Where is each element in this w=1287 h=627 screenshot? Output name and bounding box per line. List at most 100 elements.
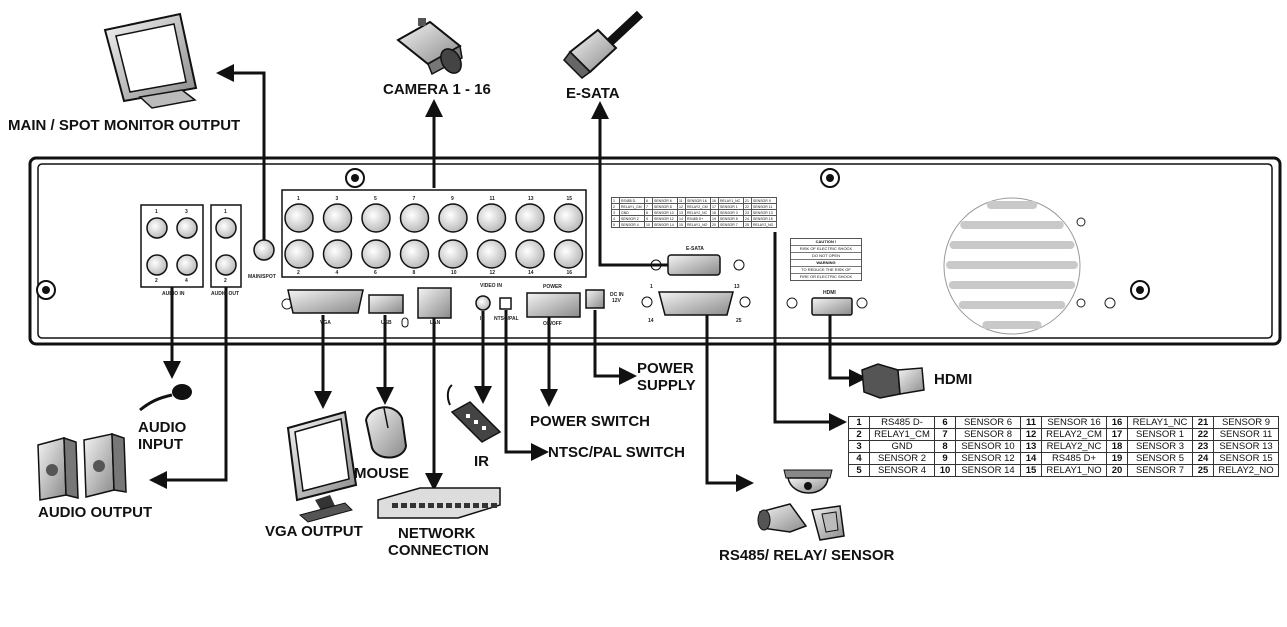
caution-line: CAUTION !	[791, 239, 861, 246]
pin-number: 6	[935, 417, 956, 429]
pin-number: 10	[935, 465, 956, 477]
audio-in-number: 2	[155, 278, 158, 284]
pin-number: 2	[849, 429, 870, 441]
pin-signal: RELAY1_CM	[870, 429, 935, 441]
bnc-port	[362, 204, 390, 232]
audio-in-number: 3	[185, 209, 188, 215]
pin-signal: RELAY2_NO	[1214, 465, 1279, 477]
pin-number: 20	[711, 222, 719, 228]
bnc-port	[516, 204, 544, 232]
esata-cable-icon	[564, 14, 640, 78]
pin-signal: SENSOR 3	[1128, 441, 1193, 453]
video-port-number: 3	[336, 196, 339, 202]
panel-label-lan: LAN	[430, 320, 441, 326]
bnc-port	[555, 240, 583, 268]
bnc-port	[362, 240, 390, 268]
pin-number: 18	[1107, 441, 1128, 453]
siren-icon	[758, 504, 806, 532]
screw-icon	[37, 281, 55, 299]
hdmi-cable-icon	[862, 364, 924, 398]
pin-signal: RELAY2_CM	[1042, 429, 1107, 441]
label-ir: IR	[474, 453, 489, 470]
lan-port	[418, 288, 451, 318]
audio-out-ports	[211, 205, 241, 287]
caution-line: WARNING	[791, 260, 861, 267]
pin-number: 8	[935, 441, 956, 453]
mouse-icon	[366, 407, 406, 457]
video-port-number: 13	[528, 196, 534, 202]
pin-signal: SENSOR 9	[1214, 417, 1279, 429]
label-power-supply-line2: SUPPLY	[637, 377, 696, 394]
pin-number: 12	[1021, 429, 1042, 441]
caution-line: RISK OF ELECTRIC SHOCK	[791, 246, 861, 253]
screw-icon	[821, 169, 839, 187]
vga-port	[288, 290, 363, 313]
dc-in-port	[586, 290, 604, 308]
audio-in-number: 4	[185, 278, 188, 284]
label-audio-output: AUDIO OUTPUT	[38, 504, 152, 521]
pin-signal: SENSOR 6	[956, 417, 1021, 429]
panel-label-pin-1: 1	[650, 284, 653, 290]
pin-number: 17	[1107, 429, 1128, 441]
pin-number: 25	[744, 222, 752, 228]
pin-signal: SENSOR 16	[1042, 417, 1107, 429]
bnc-port	[324, 240, 352, 268]
panel-label-power: POWER	[543, 284, 562, 290]
vga-monitor-icon	[288, 412, 356, 522]
pin-signal: SENSOR 12	[956, 453, 1021, 465]
caution-label: CAUTION ! RISK OF ELECTRIC SHOCK DO NOT …	[790, 238, 862, 281]
pin-signal: SENSOR 4	[870, 465, 935, 477]
panel-label-audio-in: AUDIO IN	[162, 291, 185, 297]
dvr-rear-panel	[30, 158, 1280, 344]
label-power-supply-line1: POWER	[637, 360, 694, 377]
ir-remote-icon	[448, 385, 500, 442]
label-camera: CAMERA 1 - 16	[383, 81, 491, 98]
panel-label-dc-12v: 12V	[612, 298, 622, 304]
bnc-port	[401, 240, 429, 268]
pin-number: 9	[935, 453, 956, 465]
pin-table-row: 4SENSOR 29SENSOR 1214RS485 D+19SENSOR 52…	[849, 453, 1279, 465]
panel-label-on-off: ON/OFF	[543, 321, 562, 327]
pin-number: 22	[1193, 429, 1214, 441]
pin-number: 23	[1193, 441, 1214, 453]
pin-signal: RS485 D+	[1042, 453, 1107, 465]
pin-number: 15	[678, 222, 686, 228]
panel-label-esata: E-SATA	[686, 246, 704, 252]
motion-sensor-icon	[812, 506, 844, 540]
pin-signal: RELAY1_NO	[1042, 465, 1107, 477]
panel-label-audio-out: AUDIO OUT	[211, 291, 239, 297]
pin-number: 7	[935, 429, 956, 441]
panel-label-main-spot: MAIN/SPOT	[248, 274, 276, 280]
pin-signal: SENSOR 14	[956, 465, 1021, 477]
hdmi-port	[812, 298, 852, 315]
pin-number: 3	[849, 441, 870, 453]
video-port-number: 5	[374, 196, 377, 202]
audio-out-number: 2	[224, 278, 227, 284]
microphone-icon	[140, 384, 192, 410]
pin-signal: RELAY2_NO	[752, 222, 777, 228]
video-port-number: 16	[567, 270, 573, 276]
label-network-line2: CONNECTION	[388, 542, 489, 559]
label-main-spot-monitor: MAIN / SPOT MONITOR OUTPUT	[8, 117, 240, 134]
pin-signal: SENSOR 8	[956, 429, 1021, 441]
pin-number: 14	[1021, 453, 1042, 465]
screw-icon	[346, 169, 364, 187]
video-port-number: 1	[297, 196, 300, 202]
label-vga-output: VGA OUTPUT	[265, 523, 363, 540]
pin-signal: SENSOR 13	[1214, 441, 1279, 453]
video-port-number: 7	[413, 196, 416, 202]
pin-number: 15	[1021, 465, 1042, 477]
pin-signal: SENSOR 2	[870, 453, 935, 465]
bnc-port	[555, 204, 583, 232]
bnc-port	[285, 240, 313, 268]
pin-number: 25	[1193, 465, 1214, 477]
pin-number: 16	[1107, 417, 1128, 429]
label-audio-input-line2: INPUT	[138, 436, 183, 453]
panel-label-usb: USB	[381, 320, 392, 326]
label-rs485: RS485/ RELAY/ SENSOR	[719, 547, 895, 564]
video-port-number: 11	[490, 196, 496, 202]
bnc-port	[285, 204, 313, 232]
main-spot-port	[254, 240, 274, 260]
